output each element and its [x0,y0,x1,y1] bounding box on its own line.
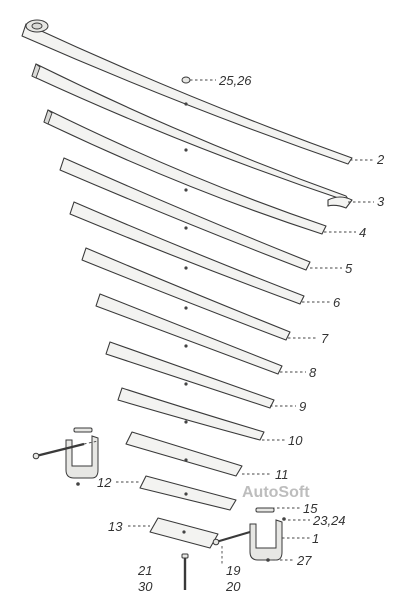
callout-2: 2 [376,152,385,167]
leaf-5 [59,157,311,271]
leaf-4 [43,109,327,235]
callout-7: 7 [321,331,329,346]
callout-13: 13 [108,519,123,534]
callout-4: 4 [359,225,366,240]
leaf-6 [69,201,305,305]
callout-25-26: 25,26 [218,73,252,88]
callout-9: 9 [299,399,306,414]
left-clip-assembly [32,427,99,486]
callout-1: 1 [312,531,319,546]
callout-3: 3 [377,194,385,209]
callout-23-24: 23,24 [312,513,346,528]
leaf-9 [105,341,275,409]
callout-20: 20 [225,579,241,594]
leader-lines [116,79,374,566]
callout-8: 8 [309,365,317,380]
callout-21: 21 [137,563,152,578]
leaf-8 [95,293,283,375]
callout-11: 11 [275,467,289,482]
callout-30: 30 [138,579,153,594]
right-clip-assembly [212,507,286,562]
center-holes [182,102,188,534]
callout-6: 6 [333,295,341,310]
leaf-12 [139,475,237,511]
callout-27: 27 [296,553,312,568]
callout-5: 5 [345,261,353,276]
callout-19: 19 [226,563,240,578]
callout-15: 15 [303,501,318,516]
callout-12: 12 [97,475,112,490]
leaf-10 [117,387,265,441]
nut-25-26 [181,76,191,84]
callout-10: 10 [288,433,303,448]
center-bolt [181,553,189,590]
leaf-11 [125,431,243,477]
leaf-7 [81,247,291,341]
watermark: AutoSoft [242,484,310,501]
main-leaf [21,19,353,165]
